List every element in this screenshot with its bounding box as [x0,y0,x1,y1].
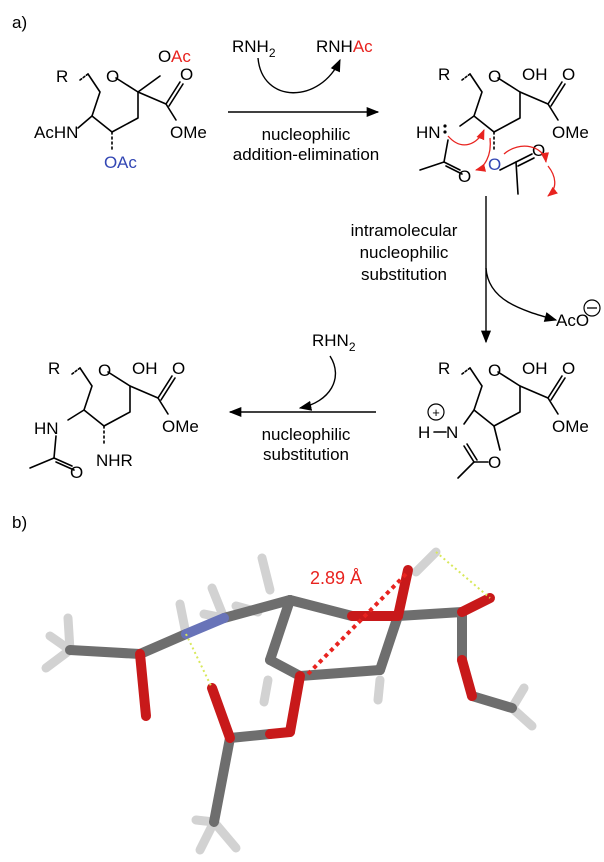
byproduct-top: RNHAc [316,37,373,56]
starting-material: R O O Ac O OMe AcHN O Ac [34,47,207,172]
start-oac-bottom-ac: Ac [117,153,137,172]
oxa-ring-o: O [488,361,501,380]
prod-hn: HN [34,419,59,438]
step1-label-line2: addition-elimination [233,145,379,164]
step2-label-line3: substitution [361,265,447,284]
step2-arrow: intramolecular nucleophilic substitution… [351,196,601,344]
int-ester-o: O [562,65,575,84]
oxa-r-label: R [438,359,450,378]
step3-label-line2: substitution [263,445,349,464]
int-hn: HN [416,123,441,142]
oxazoline-intermediate: R O OH O OMe + H N O [418,359,589,479]
int-ring-o: O [488,67,501,86]
start-oac-top-ac: Ac [171,47,191,66]
step1-label-line1: nucleophilic [262,125,351,144]
start-r-label: R [56,67,68,86]
reagent-top: RNH2 [232,37,276,60]
step3-label-line1: nucleophilic [262,425,351,444]
oxa-plus-charge: + [432,405,440,420]
start-achn: AcHN [34,123,78,142]
start-oac-top-o: O [158,47,171,66]
start-oac-bottom-o: O [104,153,117,172]
prod-ome: OMe [162,417,199,436]
step2-label-line2: nucleophilic [360,243,449,262]
prod-ring-o: O [98,361,111,380]
oxa-n: N [446,423,458,442]
step3-arrow: RHN2 nucleophilic substitution [228,331,376,464]
reagent-bottom: RHN2 [312,331,356,354]
product: R O OH O OMe HN O NHR [29,359,199,482]
oxa-ester-o: O [562,359,575,378]
byproduct-acetate: AcO [556,311,589,330]
panel-b-label: b) [12,513,27,532]
step2-label-line1: intramolecular [351,221,458,240]
int-amide-o: O [458,167,471,186]
oxa-oh: OH [522,359,548,378]
prod-amide-o: O [70,463,83,482]
int-ester-link-o: O [488,155,501,174]
step1-arrow: RNH2 RNHAc nucleophilic addition-elimina… [228,37,380,164]
oxa-ome: OMe [552,417,589,436]
start-ester-o: O [180,65,193,84]
start-ome: OMe [170,123,207,142]
oxa-h: H [418,423,430,442]
panel-a-label: a) [12,13,27,32]
molecular-model-3d: 2.89 Å [41,547,537,855]
intermediate: R O OH O OMe HN O O O [416,65,589,197]
distance-label: 2.89 Å [310,568,362,588]
prod-oh: OH [132,359,158,378]
start-ring-o: O [106,67,119,86]
prod-nhr: NHR [96,451,133,470]
int-r-label: R [438,65,450,84]
int-oh: OH [522,65,548,84]
oxa-o: O [488,453,501,472]
int-ome: OMe [552,123,589,142]
prod-ester-o: O [172,359,185,378]
prod-r-label: R [48,359,60,378]
